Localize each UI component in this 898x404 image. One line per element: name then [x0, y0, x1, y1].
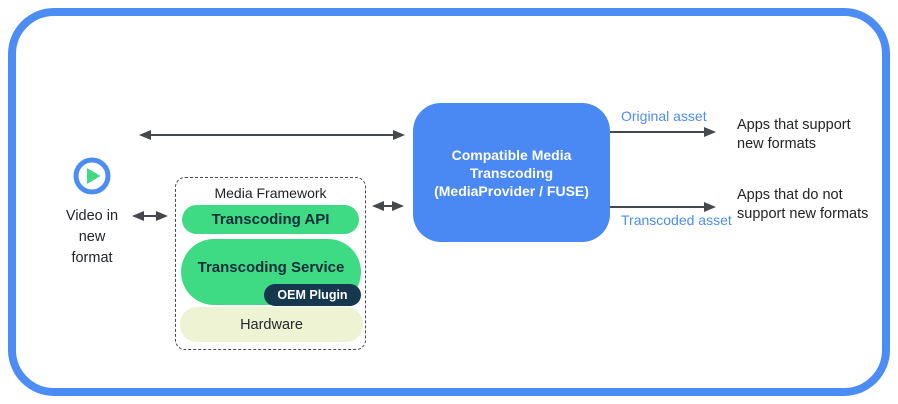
apps-support-new-formats-label: Apps that support new formats: [737, 117, 851, 152]
media-framework-title: Media Framework: [214, 185, 327, 201]
hardware-pill: Hardware: [180, 307, 363, 342]
apps-do-not-support-new-formats-label: Apps that do not support new formats: [737, 187, 869, 222]
transcoding-service-pill: Transcoding Service OEM Plugin: [181, 239, 361, 306]
media-framework-box: Media Framework Transcoding API Transcod…: [175, 177, 366, 350]
original-asset-label: Original asset: [621, 108, 707, 124]
outer-frame: [8, 8, 890, 396]
transcoding-service-label: Transcoding Service: [197, 258, 345, 276]
compatible-media-transcoding-box: Compatible Media Transcoding (MediaProvi…: [413, 103, 610, 242]
transcoding-api-pill: Transcoding API: [182, 205, 359, 234]
play-icon: [73, 157, 111, 195]
video-source-label: Video in new format: [65, 208, 119, 266]
oem-plugin-pill: OEM Plugin: [264, 284, 361, 306]
transcoded-asset-label: Transcoded asset: [621, 212, 732, 228]
